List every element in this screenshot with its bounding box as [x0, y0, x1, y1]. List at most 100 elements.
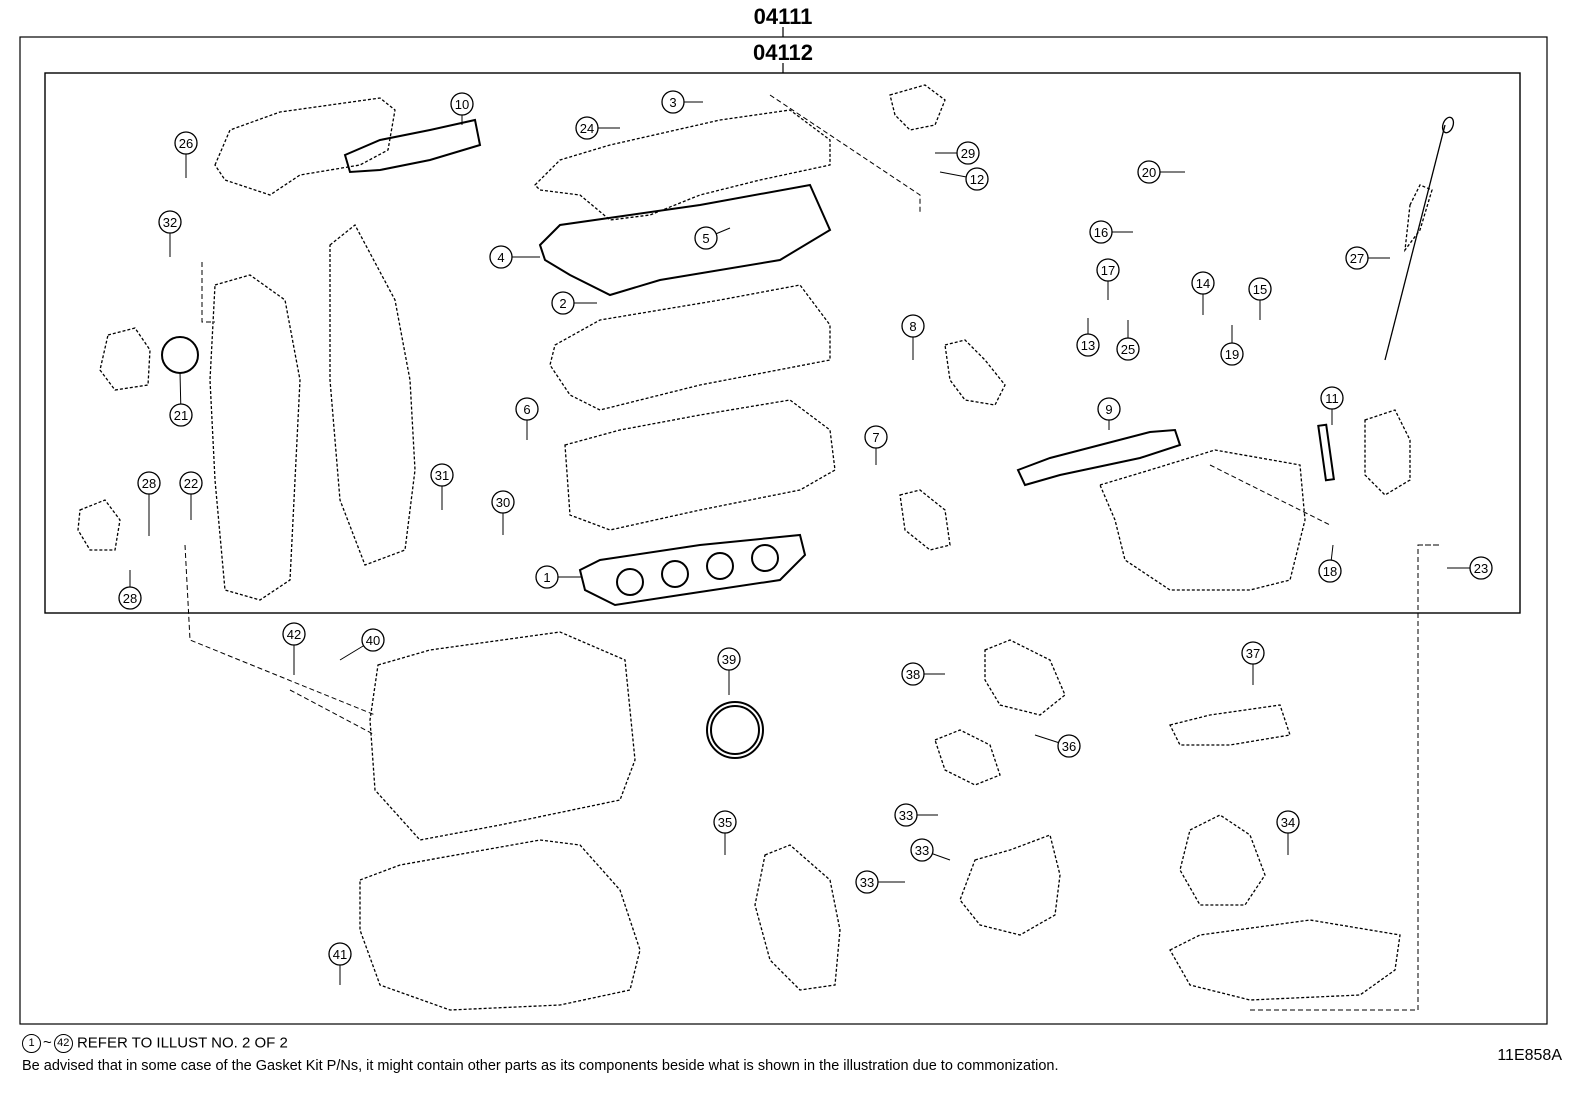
callout-circle [491, 490, 515, 514]
oil-pump-sketch [959, 834, 1061, 936]
callout-circle [174, 131, 198, 155]
callout-15[interactable]: 15 [1248, 277, 1272, 320]
callout-circle [1248, 277, 1272, 301]
leader-lines [184, 94, 1440, 1011]
callout-39[interactable]: 39 [717, 647, 741, 695]
rear-oil-seal [706, 701, 764, 759]
callout-number: 11 [1325, 391, 1339, 406]
callout-circle [430, 463, 454, 487]
callout-32[interactable]: 32 [158, 210, 182, 257]
callout-circle [717, 647, 741, 671]
callout-28[interactable]: 28 [137, 471, 161, 536]
callout-number: 8 [909, 319, 916, 334]
callout-number: 27 [1350, 251, 1364, 266]
pipe-sketch [1169, 704, 1291, 746]
callout-37[interactable]: 37 [1241, 641, 1265, 685]
callout-number: 34 [1281, 815, 1295, 830]
callout-number: 29 [961, 146, 975, 161]
callout-42[interactable]: 42 [282, 622, 306, 675]
head-cover-gasket [538, 183, 832, 297]
callout-12[interactable]: 12 [939, 167, 989, 191]
callout-29[interactable]: 29 [935, 141, 980, 165]
callout-6[interactable]: 6 [515, 397, 539, 440]
callout-8[interactable]: 8 [901, 314, 925, 360]
callout-3[interactable]: 3 [661, 90, 703, 114]
callout-7[interactable]: 7 [864, 425, 888, 465]
callout-26[interactable]: 26 [174, 131, 198, 178]
callout-circle [1241, 641, 1265, 665]
timing-chain-cover-sketch [209, 274, 301, 601]
callout-number: 40 [366, 633, 380, 648]
throttle-body-sketch [1364, 409, 1411, 496]
callout-30[interactable]: 30 [491, 490, 515, 535]
callout-23[interactable]: 23 [1447, 556, 1493, 580]
callout-9[interactable]: 9 [1097, 397, 1121, 430]
callout-10[interactable]: 10 [450, 92, 474, 125]
callout-circle [1191, 271, 1215, 295]
callout-38[interactable]: 38 [901, 662, 945, 686]
callout-circle [855, 870, 879, 894]
callout-28[interactable]: 28 [118, 570, 142, 610]
callout-13[interactable]: 13 [1076, 318, 1100, 357]
callout-21[interactable]: 21 [169, 371, 193, 427]
callout-circle [1345, 246, 1369, 270]
callout-33[interactable]: 33 [855, 870, 905, 894]
callout-18[interactable]: 18 [1318, 544, 1342, 583]
refer-text: REFER TO ILLUST NO. 2 OF 2 [76, 1034, 288, 1052]
callout-27[interactable]: 27 [1345, 246, 1390, 270]
callout-40[interactable]: 40 [339, 628, 385, 661]
callout-19[interactable]: 19 [1220, 325, 1244, 366]
callout-number: 19 [1225, 347, 1239, 362]
callout-17[interactable]: 17 [1096, 258, 1120, 300]
callout-41[interactable]: 41 [328, 942, 352, 985]
callout-2[interactable]: 2 [551, 291, 597, 315]
callout-22[interactable]: 22 [179, 471, 203, 520]
callout-31[interactable]: 31 [430, 463, 454, 510]
egr-cooler-sketch [984, 639, 1066, 716]
oil-filter-bracket-sketch [934, 729, 1001, 786]
callout-number: 36 [1062, 739, 1076, 754]
callout-34[interactable]: 34 [1276, 810, 1300, 855]
inner-kit-frame [44, 72, 1521, 614]
callout-33[interactable]: 33 [894, 803, 938, 827]
callout-36[interactable]: 36 [1034, 734, 1081, 758]
callout-circle [1318, 559, 1342, 583]
callout-20[interactable]: 20 [1137, 160, 1185, 184]
callout-circle [575, 116, 599, 140]
callout-circle [1089, 220, 1113, 244]
callout-number: 39 [722, 652, 736, 667]
callout-33[interactable]: 33 [910, 838, 951, 862]
callout-11[interactable]: 11 [1320, 386, 1344, 425]
callout-circle [956, 141, 980, 165]
kit-number-outer[interactable]: 04111 [754, 4, 813, 29]
water-pump-sketch [99, 327, 151, 391]
callout-circle [965, 167, 989, 191]
callout-24[interactable]: 24 [575, 116, 620, 140]
callout-number: 33 [899, 808, 913, 823]
callout-5[interactable]: 5 [694, 226, 731, 250]
range-separator: ~ [43, 1034, 52, 1052]
callout-circle [694, 226, 718, 250]
callout-circle [137, 471, 161, 495]
callout-16[interactable]: 16 [1089, 220, 1133, 244]
callout-14[interactable]: 14 [1191, 271, 1215, 315]
callout-number: 18 [1323, 564, 1337, 579]
callout-circle [515, 397, 539, 421]
callout-1[interactable]: 1 [535, 565, 582, 589]
water-bypass-sketch [899, 489, 951, 551]
callout-circle [361, 628, 385, 652]
callout-circle [1220, 342, 1244, 366]
callout-circle [1096, 258, 1120, 282]
callout-4[interactable]: 4 [489, 245, 540, 269]
oil-level-gauge-ring [1441, 116, 1455, 134]
callout-number: 31 [435, 468, 449, 483]
callout-35[interactable]: 35 [713, 810, 737, 855]
intake-manifold-gasket [1016, 428, 1182, 487]
callout-circle [901, 662, 925, 686]
kit-number-inner[interactable]: 04112 [753, 40, 813, 65]
callout-circle [1116, 337, 1140, 361]
range-end-badge: 42 [53, 1034, 73, 1053]
callout-number: 24 [580, 121, 594, 136]
callout-circle [450, 92, 474, 116]
callout-25[interactable]: 25 [1116, 320, 1140, 361]
